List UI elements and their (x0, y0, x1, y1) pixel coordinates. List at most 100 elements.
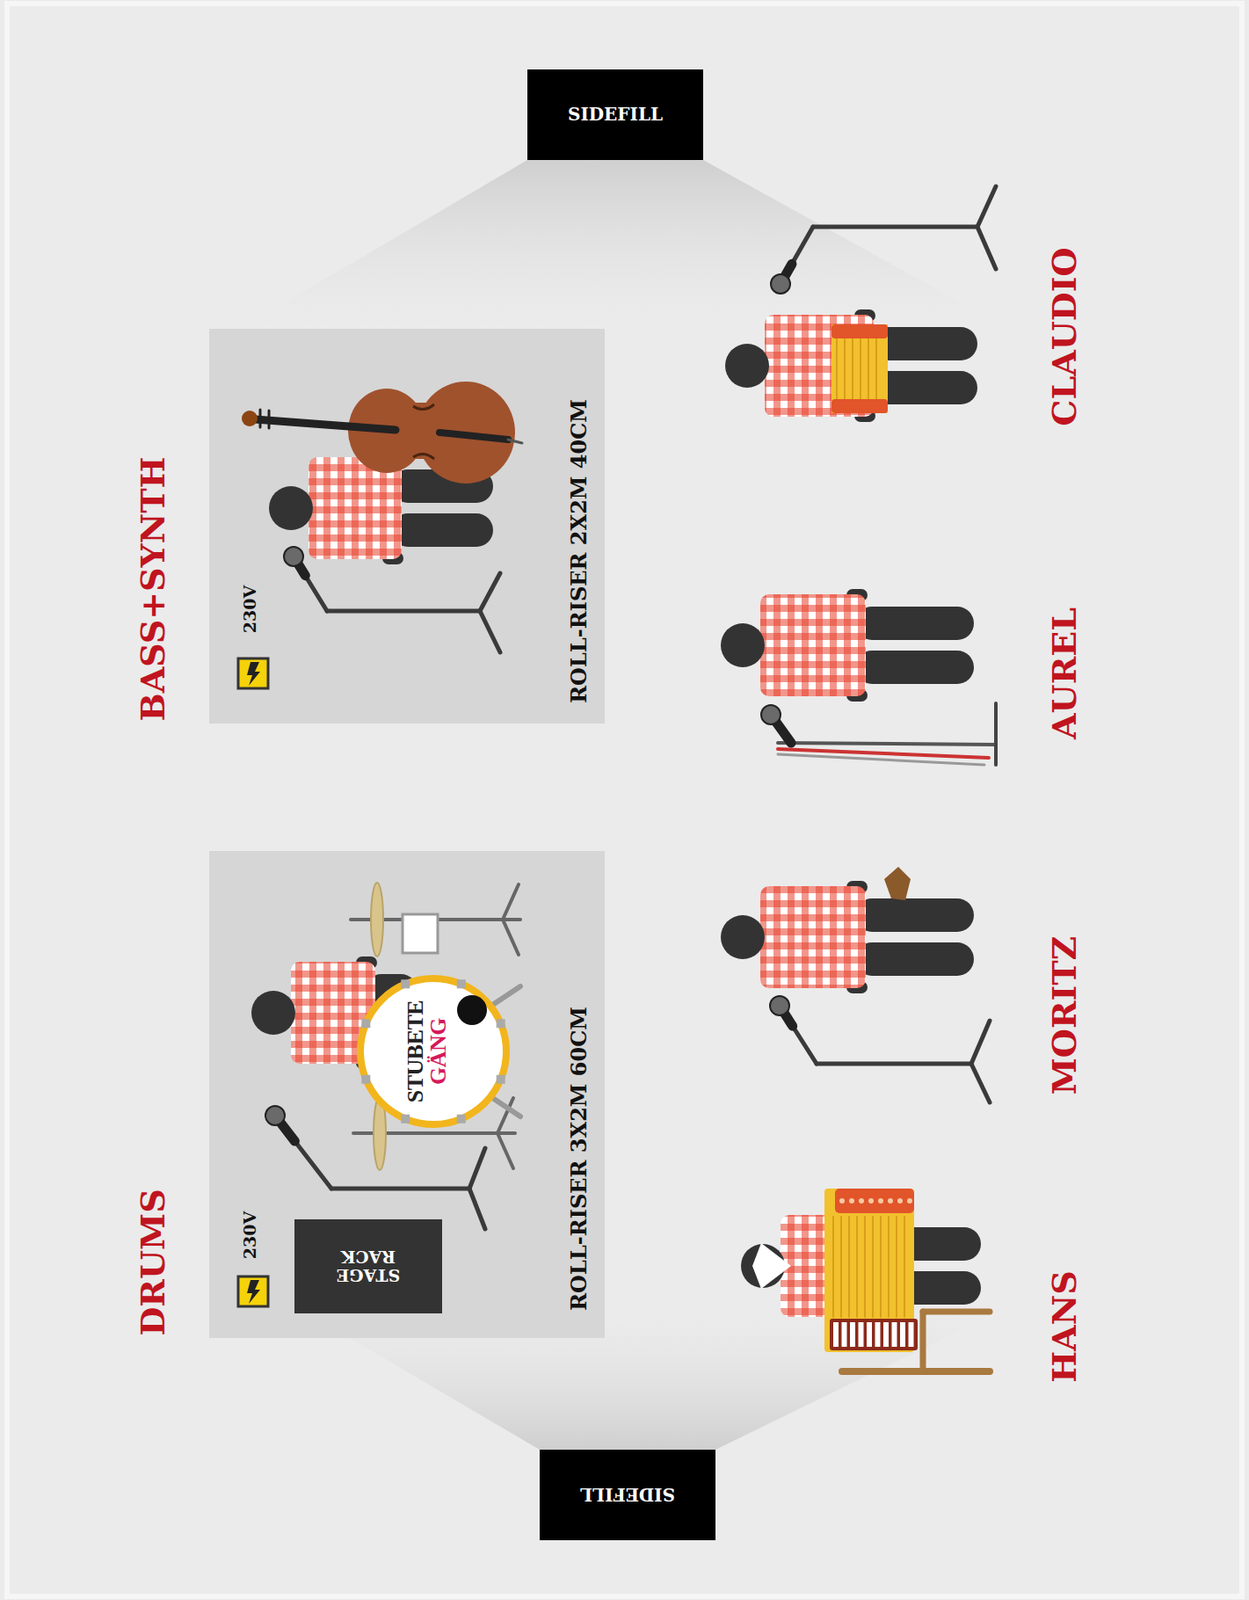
position-heading: BASS+SYNTH (136, 457, 170, 722)
cymbal (370, 882, 384, 957)
bellows-fold (851, 338, 854, 400)
stand-leg (479, 610, 501, 653)
stand-leg (977, 226, 996, 269)
microphone (769, 995, 790, 1016)
checkered-shirt (760, 594, 866, 697)
accordion-keyboard (829, 1318, 918, 1351)
key (866, 1321, 872, 1347)
shaker (884, 866, 911, 901)
bellows-fold (871, 1216, 874, 1317)
leg (391, 513, 494, 547)
bellows-fold (864, 1216, 866, 1317)
speaker-label: SIDEFILL (567, 105, 663, 124)
bellows-fold (859, 338, 862, 400)
power-label: 230V (241, 585, 259, 633)
drum-leg (493, 986, 521, 1004)
drum-lug (400, 1114, 410, 1124)
button (907, 1198, 913, 1204)
peg (268, 410, 271, 429)
scroll (241, 410, 258, 427)
key (842, 1321, 848, 1347)
stand-leg (977, 186, 996, 227)
drum-lug (400, 979, 410, 988)
head (725, 343, 770, 388)
cable (777, 754, 985, 765)
drum-lug (361, 1074, 371, 1084)
head (720, 623, 765, 668)
f-hole (413, 453, 435, 459)
peg (259, 409, 262, 428)
musician-name: HANS (1047, 1270, 1082, 1383)
power-label: 230V (241, 1211, 259, 1259)
mic-stand (777, 742, 996, 745)
bellows-fold (879, 1216, 882, 1317)
accordion-buttons (831, 399, 888, 414)
bellows-fold (856, 1216, 858, 1317)
lightning-bolt (246, 661, 261, 686)
button (858, 1198, 865, 1204)
stand-leg (971, 1063, 990, 1103)
head (720, 914, 765, 959)
bass-drum-logo: STUBETE GÄNG (356, 974, 510, 1128)
leg (855, 898, 974, 932)
mic-stand (813, 225, 978, 230)
stand-leg (469, 1147, 486, 1189)
riser-dimensions: ROLL-RISER 2X2M 40CM (568, 399, 590, 704)
leg (855, 650, 974, 684)
bass-neck (254, 419, 396, 430)
bass-drum (360, 978, 507, 1125)
chair (920, 1311, 927, 1372)
speaker-label: SIDEFILL (580, 1485, 676, 1504)
stand-leg (971, 1020, 990, 1064)
bellows-fold (848, 1216, 850, 1317)
drum-lug (457, 1114, 466, 1124)
accordion-buttons (835, 1188, 915, 1213)
bellows-fold (835, 338, 838, 400)
bellows-fold (832, 1216, 835, 1317)
sidefill-speaker: SIDEFILL (539, 1449, 716, 1540)
button (849, 1198, 855, 1204)
key (833, 1321, 839, 1347)
beard (752, 1242, 792, 1289)
drum-leg (493, 1098, 521, 1117)
microphone (770, 274, 791, 294)
snare-drum (402, 914, 438, 953)
microphone (761, 704, 781, 725)
position-heading: DRUMS (136, 1188, 170, 1336)
bellows-fold (887, 1216, 890, 1317)
accordion (824, 1188, 915, 1352)
microphone (265, 1105, 285, 1126)
leg (855, 606, 974, 640)
mic-boom (275, 1115, 332, 1189)
key (900, 1321, 906, 1347)
stand-leg (497, 1132, 514, 1169)
bellows-fold (867, 338, 870, 400)
drum-lug (457, 979, 466, 988)
mic-stand (816, 1061, 972, 1067)
musician-name: AUREL (1047, 607, 1082, 740)
riser-dimensions: ROLL-RISER 3X2M 60CM (568, 1006, 590, 1311)
head (251, 990, 296, 1035)
power-icon (238, 658, 269, 689)
bellows-fold (895, 1216, 898, 1317)
button (897, 1198, 903, 1204)
roll-riser: BASS+SYNTH230VROLL-RISER 2X2M 40CM (209, 328, 605, 724)
musician-name: MORITZ (1047, 936, 1082, 1096)
stand-leg (469, 1188, 486, 1229)
lightning-bolt (246, 1279, 261, 1304)
key (858, 1321, 865, 1347)
bellows-fold (903, 1216, 906, 1317)
bellows-fold (840, 1216, 843, 1317)
key (883, 1321, 889, 1347)
drum-lug (496, 1018, 506, 1028)
port-hole (457, 994, 487, 1025)
rack-label: STAGE RACK (324, 1247, 413, 1285)
stage-rack: STAGE RACK (294, 1219, 443, 1314)
drum-lug (361, 1018, 371, 1028)
key (875, 1321, 881, 1347)
microphone (283, 546, 304, 567)
leg (855, 942, 974, 976)
musician-name: CLAUDIO (1047, 246, 1082, 426)
sidefill-speaker: SIDEFILL (527, 69, 704, 160)
stand-leg (497, 1131, 516, 1135)
